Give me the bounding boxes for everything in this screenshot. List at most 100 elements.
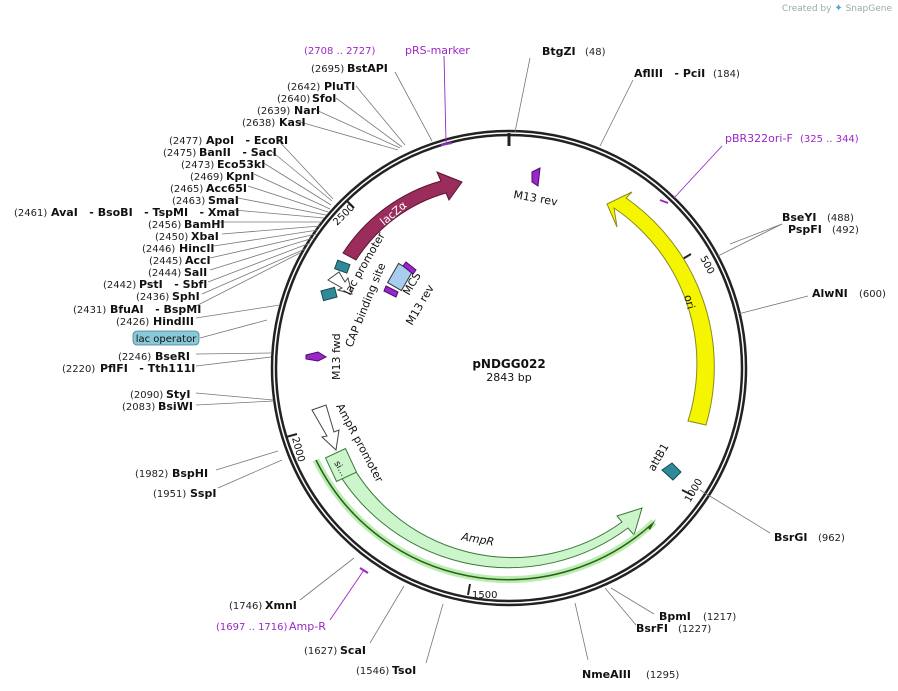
enzyme-banii-saci-pos: (2475) <box>163 148 196 159</box>
enzyme-xmni[interactable]: XmnI <box>265 599 297 612</box>
enzyme-bsrfi[interactable]: BsrFI <box>636 622 668 635</box>
enzyme-sspi-pos: (1951) <box>153 489 186 500</box>
enzyme-hincii[interactable]: HincII <box>179 242 215 255</box>
enzyme-pspfi[interactable]: PspFI <box>788 223 822 236</box>
m13-rev-top-primer[interactable] <box>531 167 541 187</box>
enzyme-bseri-pos: (2246) <box>118 352 151 363</box>
cap-binding-site-box[interactable] <box>320 286 338 302</box>
enzyme-smai[interactable]: SmaI <box>208 194 239 207</box>
snapgene-logo-icon: ✦ <box>834 3 843 14</box>
enzyme-nari[interactable]: NarI <box>294 104 320 117</box>
enzyme-bamhi[interactable]: BamHI <box>184 218 225 231</box>
enzyme-avai-group[interactable]: AvaI - BsoBI - TspMI - XmaI <box>51 206 239 219</box>
enzyme-acc65i[interactable]: Acc65I <box>206 182 247 195</box>
enzyme-bamhi-pos: (2456) <box>148 220 181 231</box>
ampr-promoter-feature[interactable] <box>311 404 340 452</box>
backbone-outer <box>270 129 748 607</box>
m13-rev-inner-primer[interactable] <box>383 285 399 298</box>
enzyme-bseri[interactable]: BseRI <box>155 350 190 363</box>
enzyme-pluti[interactable]: PluTI <box>324 80 355 93</box>
lac-operator-badge[interactable] <box>132 330 200 346</box>
enzyme-alwni[interactable]: AlwNI <box>812 287 848 300</box>
enzyme-pflfi-tth111i-pos: (2220) <box>62 364 95 375</box>
enzyme-sphi[interactable]: SphI <box>172 290 200 303</box>
credit: Created by ✦ SnapGene <box>782 3 892 14</box>
credit-brand: SnapGene <box>845 4 892 14</box>
m13-fwd-label: M13 fwd <box>330 333 343 380</box>
enzyme-acci[interactable]: AccI <box>185 254 211 267</box>
enzyme-psti-sbfi[interactable]: PstI - SbfI <box>139 278 207 291</box>
enzyme-scai-pos: (1627) <box>304 646 337 657</box>
enzyme-bseyi[interactable]: BseYI <box>782 211 816 224</box>
primer-prs-marker[interactable]: pRS-marker <box>405 44 470 57</box>
primer-amp-r[interactable]: Amp-R <box>289 620 326 633</box>
ampr-label: AmpR <box>459 530 495 549</box>
ampr-feature[interactable] <box>329 451 643 569</box>
enzyme-bstapi[interactable]: BstAPI <box>347 62 388 75</box>
primer-prs-marker-range: (2708 .. 2727) <box>304 46 376 57</box>
ampr-highlight-arrow <box>648 519 656 530</box>
enzyme-btgzi[interactable]: BtgZI <box>542 45 576 58</box>
enzyme-hindiii[interactable]: HindIII <box>153 315 194 328</box>
leader-lines <box>195 57 809 664</box>
plasmid-name: pNDGG022 <box>472 357 545 371</box>
attb1-feature[interactable] <box>661 462 682 481</box>
enzyme-apoi-ecori[interactable]: ApoI - EcoRI <box>206 134 288 147</box>
enzyme-bsrfi-pos: (1227) <box>678 624 711 635</box>
enzyme-sspi[interactable]: SspI <box>190 487 216 500</box>
enzyme-pflfi-tth111i[interactable]: PflFI - Tth111I <box>100 362 195 375</box>
enzyme-bsiwi-pos: (2083) <box>122 402 155 413</box>
enzyme-eco53ki[interactable]: Eco53kI <box>217 158 265 171</box>
enzyme-sphi-pos: (2436) <box>136 292 169 303</box>
lacza-feature[interactable] <box>342 171 463 261</box>
enzyme-afliii-pcii[interactable]: AflIII - PciI <box>634 67 705 80</box>
ori-feature[interactable] <box>606 191 715 426</box>
tick-1000 <box>681 489 693 496</box>
ori-label: ori <box>681 293 697 310</box>
enzyme-btgzi-pos: (48) <box>585 47 606 58</box>
enzyme-pspfi-pos: (492) <box>832 225 859 236</box>
enzyme-xbai-pos: (2450) <box>155 232 188 243</box>
enzyme-apoi-ecori-pos: (2477) <box>169 136 202 147</box>
enzyme-bfuai-bspmi[interactable]: BfuAI - BspMI <box>110 303 201 316</box>
enzyme-bsiwi[interactable]: BsiWI <box>158 400 193 413</box>
enzyme-sali[interactable]: SalI <box>184 266 207 279</box>
tick-1500 <box>467 583 471 596</box>
m13-rev-inner-primer-2[interactable] <box>402 261 417 275</box>
enzyme-tsoi[interactable]: TsoI <box>392 664 416 677</box>
primer-pbr322ori-f[interactable]: pBR322ori-F <box>725 132 793 145</box>
enzyme-sfoi-pos: (2640) <box>277 94 310 105</box>
enzyme-sali-pos: (2444) <box>148 268 181 279</box>
pbr322ori-f-mark <box>659 199 669 204</box>
enzyme-banii-saci[interactable]: BanII - SacI <box>199 146 277 159</box>
enzyme-styi[interactable]: StyI <box>166 388 190 401</box>
enzyme-xbai[interactable]: XbaI <box>191 230 219 243</box>
enzyme-kpni[interactable]: KpnI <box>226 170 254 183</box>
enzyme-avai-group-pos: (2461) <box>14 208 47 219</box>
primer-leader-lines <box>329 55 723 621</box>
enzyme-kasi[interactable]: KasI <box>279 116 306 129</box>
enzyme-bpmi-pos: (1217) <box>703 612 736 623</box>
enzyme-smai-pos: (2463) <box>172 196 205 207</box>
enzyme-scai[interactable]: ScaI <box>340 644 366 657</box>
enzyme-styi-pos: (2090) <box>130 390 163 401</box>
enzyme-bsrgi[interactable]: BsrGI <box>774 531 807 544</box>
m13-fwd-primer[interactable] <box>305 351 328 362</box>
plasmid-length: 2843 bp <box>486 371 531 384</box>
enzyme-bpmi[interactable]: BpmI <box>659 610 691 623</box>
enzyme-nari-pos: (2639) <box>257 106 290 117</box>
primer-amp-r-range: (1697 .. 1716) <box>216 622 288 633</box>
enzyme-nmeaiii[interactable]: NmeAIII <box>582 668 631 681</box>
enzyme-bfuai-bspmi-pos: (2431) <box>73 305 106 316</box>
signal-sequence-feature[interactable] <box>324 447 358 483</box>
enzyme-sfoi[interactable]: SfoI <box>312 92 336 105</box>
tick-label-1500: 1500 <box>472 590 497 601</box>
enzyme-kpni-pos: (2469) <box>190 172 223 183</box>
lac-promoter-feature[interactable] <box>327 271 353 295</box>
primer-pbr322ori-f-range: (325 .. 344) <box>800 134 859 145</box>
enzyme-hindiii-pos: (2426) <box>116 317 149 328</box>
enzyme-bsphi[interactable]: BspHI <box>172 467 208 480</box>
lac-operator-box[interactable] <box>334 259 351 274</box>
enzyme-afliii-pcii-pos: (184) <box>713 69 740 80</box>
